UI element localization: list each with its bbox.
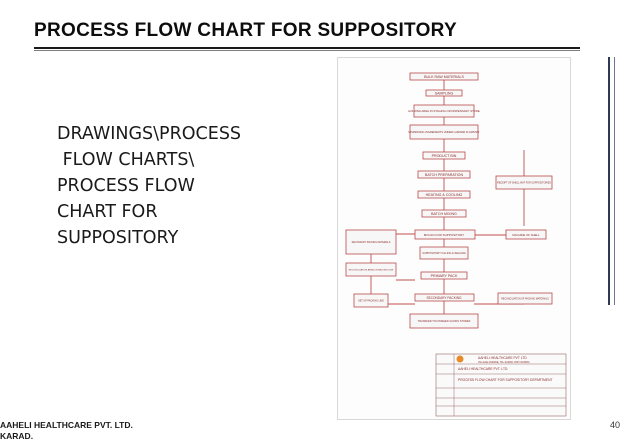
title-underline-secondary xyxy=(34,50,580,51)
flow-step-product-bin: PRODUCT BIN xyxy=(422,151,466,160)
svg-text:SUPPOSITORY FILLING & SEALING: SUPPOSITORY FILLING & SEALING xyxy=(422,251,466,255)
company-logo-icon xyxy=(456,355,464,363)
svg-text:PRIMARY PACK: PRIMARY PACK xyxy=(431,274,458,278)
title-block-client: AAHELI HEALTHCARE PVT. LTD. xyxy=(458,367,508,371)
flowchart-connectors xyxy=(370,80,525,314)
title-block-address: VILLAGE-VARADE, TAL-KARAD, DIST-SATARA xyxy=(478,361,530,364)
flowchart-image: BULK RAW MATERIALS SAMPLING HOLDING AREA… xyxy=(337,57,571,420)
flow-step-secondary-packing: SECONDARY PACKING xyxy=(414,293,475,302)
flow-step-batch-preparation: BATCH PREPARATION xyxy=(417,170,471,179)
flow-step-filling-sealing: SUPPOSITORY FILLING & SEALING xyxy=(419,246,469,260)
flow-step-holding-area: HOLDING AREA IN STAGING OR DISPENSARY ST… xyxy=(408,104,480,118)
svg-text:SECONDARY PACKING: SECONDARY PACKING xyxy=(426,296,462,300)
svg-text:TRANSFER TO FINISHED GOODS STO: TRANSFER TO FINISHED GOODS STORES xyxy=(418,319,471,323)
svg-text:RECONCILIATION OF PACKING MATE: RECONCILIATION OF PACKING MATERIALS xyxy=(501,298,549,301)
svg-text:DISPENSING INGREDIENTS UNDER L: DISPENSING INGREDIENTS UNDER LAMINAR FLO… xyxy=(409,130,480,134)
flow-step-primary-pack: PRIMARY PACK xyxy=(420,271,468,280)
svg-text:SECONDARY PACKING MATERIALS: SECONDARY PACKING MATERIALS xyxy=(352,241,391,244)
right-accent-rule-thin xyxy=(614,57,615,305)
flowchart-main-steps: BULK RAW MATERIALS SAMPLING HOLDING AREA… xyxy=(345,72,553,329)
flow-step-machine-of-shell: MACHINE OF SHELL xyxy=(505,229,547,240)
flow-step-mould: MOULD FOR SUPPOSITORY xyxy=(414,229,476,240)
flow-step-secondary-materials: SECONDARY PACKING MATERIALS xyxy=(345,229,397,255)
svg-text:BATCH MIXING: BATCH MIXING xyxy=(431,212,457,216)
flow-step-reconciliation-line: RECONCILIATION AREA ON PACKING LINE xyxy=(345,262,397,277)
svg-text:BULK RAW MATERIALS: BULK RAW MATERIALS xyxy=(424,75,464,79)
right-accent-rule xyxy=(608,57,610,305)
flow-step-batch-mixing: BATCH MIXING xyxy=(421,209,467,218)
title-underline xyxy=(34,47,580,49)
svg-text:SAMPLING: SAMPLING xyxy=(435,92,454,96)
flow-step-transfer-fg: TRANSFER TO FINISHED GOODS STORES xyxy=(409,313,479,329)
svg-text:BATCH PREPARATION: BATCH PREPARATION xyxy=(425,173,464,177)
svg-text:HEATING & COOLING: HEATING & COOLING xyxy=(426,193,463,197)
title-block-company: AAHELI HEALTHCARE PVT LTD xyxy=(478,356,527,360)
svg-text:SET UP PACKING LINE: SET UP PACKING LINE xyxy=(358,300,384,303)
title-block-drawing-title: PROCESS FLOW CHART FOR SUPPOSITORY DEPAR… xyxy=(458,378,552,382)
svg-text:MACHINE OF SHELL: MACHINE OF SHELL xyxy=(512,233,540,237)
svg-text:PRODUCT BIN: PRODUCT BIN xyxy=(432,154,457,158)
svg-text:MOULD FOR SUPPOSITORY: MOULD FOR SUPPOSITORY xyxy=(424,233,464,237)
flow-step-receipt-shell: RECEIPT OF SHELL MAT FOR SUPPOSITORIES xyxy=(495,175,553,190)
flow-step-set-up-line: SET UP PACKING LINE xyxy=(353,293,389,308)
flowchart-title-block: AAHELI HEALTHCARE PVT LTD VILLAGE-VARADE… xyxy=(435,353,567,417)
page-number: 40 xyxy=(610,420,621,430)
flow-step-reconciliation-materials: RECONCILIATION OF PACKING MATERIALS xyxy=(497,292,553,305)
flow-step-bulk-raw-materials: BULK RAW MATERIALS xyxy=(409,72,479,81)
footer-line-1: AAHELI HEALTHCARE PVT. LTD. xyxy=(0,420,133,430)
body-text: DRAWINGS\PROCESS FLOW CHARTS\ PROCESS FL… xyxy=(57,124,242,248)
flow-step-dispensing: DISPENSING INGREDIENTS UNDER LAMINAR FLO… xyxy=(409,124,480,140)
flowchart-svg: BULK RAW MATERIALS SAMPLING HOLDING AREA… xyxy=(345,72,567,417)
flow-step-heating-cooling: HEATING & COOLING xyxy=(417,190,471,199)
svg-text:RECONCILIATION AREA ON PACKING: RECONCILIATION AREA ON PACKING LINE xyxy=(349,269,394,272)
svg-text:RECEIPT OF SHELL MAT FOR SUPPO: RECEIPT OF SHELL MAT FOR SUPPOSITORIES xyxy=(497,182,551,185)
svg-text:HOLDING AREA IN STAGING OR DIS: HOLDING AREA IN STAGING OR DISPENSARY ST… xyxy=(408,109,480,113)
footer-company: AAHELI HEALTHCARE PVT. LTD. KARAD. xyxy=(0,420,133,442)
slide-title: PROCESS FLOW CHART FOR SUPPOSITORY xyxy=(34,20,457,41)
footer-line-2: KARAD. xyxy=(0,431,34,441)
flow-step-sampling: SAMPLING xyxy=(425,89,463,97)
